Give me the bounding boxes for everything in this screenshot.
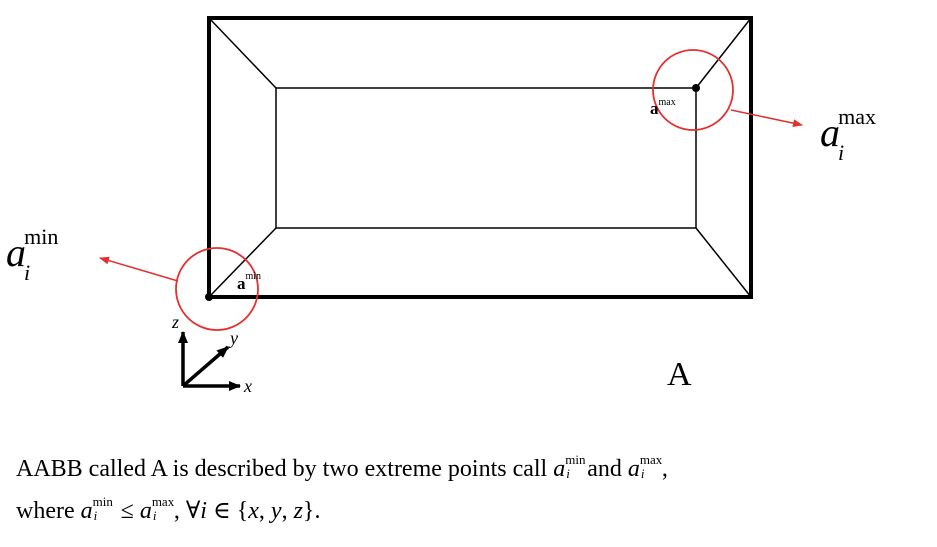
- caption2-condition: , ∀: [173, 498, 201, 524]
- a-max-callout: aimax: [820, 104, 876, 165]
- a-min-callout: aimin: [6, 224, 58, 285]
- caption-var-a-min: a: [553, 456, 566, 482]
- caption2-set-z: z: [293, 498, 303, 524]
- caption2-var-a-min-sub: i: [93, 508, 98, 524]
- a-min-inner-label: amin: [237, 271, 261, 293]
- inner-box: [275, 87, 697, 229]
- axis-x-label: x: [243, 376, 252, 396]
- caption-var-a-min-sub: i: [566, 466, 570, 482]
- a-min-point: [205, 293, 213, 301]
- caption-var-a-min-sup: min: [565, 451, 586, 467]
- caption2-membership: ∈ {: [206, 498, 249, 524]
- a-min-highlight-circle: [175, 247, 259, 331]
- caption2-index: i: [200, 498, 207, 524]
- edge-top-left: [208, 17, 277, 89]
- edge-bottom-left: [208, 227, 277, 298]
- caption2-relation: ≤: [114, 498, 140, 524]
- caption-var-a-max: a: [627, 456, 640, 482]
- a-max-point: [692, 84, 700, 92]
- caption2-comma-2: ,: [281, 498, 294, 524]
- outer-box: [207, 16, 753, 299]
- caption-var-a-max-sub: i: [640, 466, 645, 482]
- caption-text-before: AABB called A is described by two extrem…: [16, 456, 554, 482]
- caption2-var-a-max-sup: max: [151, 493, 175, 509]
- caption2-close: }.: [302, 498, 321, 524]
- a-min-arrow: [99, 256, 179, 282]
- edge-bottom-right: [695, 227, 752, 298]
- a-max-arrow: [730, 109, 803, 128]
- caption2-set-y: y: [270, 498, 282, 524]
- caption2-set-x: x: [248, 498, 259, 524]
- caption2-comma-1: ,: [258, 498, 271, 524]
- aabb-diagram: amax aimax amin aimin z y x A: [6, 16, 876, 396]
- axis-z-label: z: [171, 312, 179, 332]
- axis-y: [181, 345, 230, 388]
- caption2-var-a-max: a: [139, 498, 152, 524]
- caption-text-after: ,: [661, 456, 668, 482]
- caption-var-a-max-sup: max: [639, 451, 663, 467]
- caption2-var-a-min-sup: min: [92, 493, 113, 509]
- caption2-var-a-max-sub: i: [152, 508, 157, 524]
- caption2-text-before: where: [16, 498, 81, 524]
- caption-text-middle: and: [587, 456, 628, 482]
- caption2-var-a-min: a: [80, 498, 93, 524]
- a-max-highlight-circle: [652, 49, 734, 131]
- edge-top-right: [695, 17, 752, 89]
- a-max-inner-label: amax: [650, 97, 676, 118]
- axis-y-label: y: [228, 328, 238, 348]
- caption-line-1: AABB called A is described by two extrem…: [16, 452, 931, 484]
- box-label: A: [667, 356, 692, 393]
